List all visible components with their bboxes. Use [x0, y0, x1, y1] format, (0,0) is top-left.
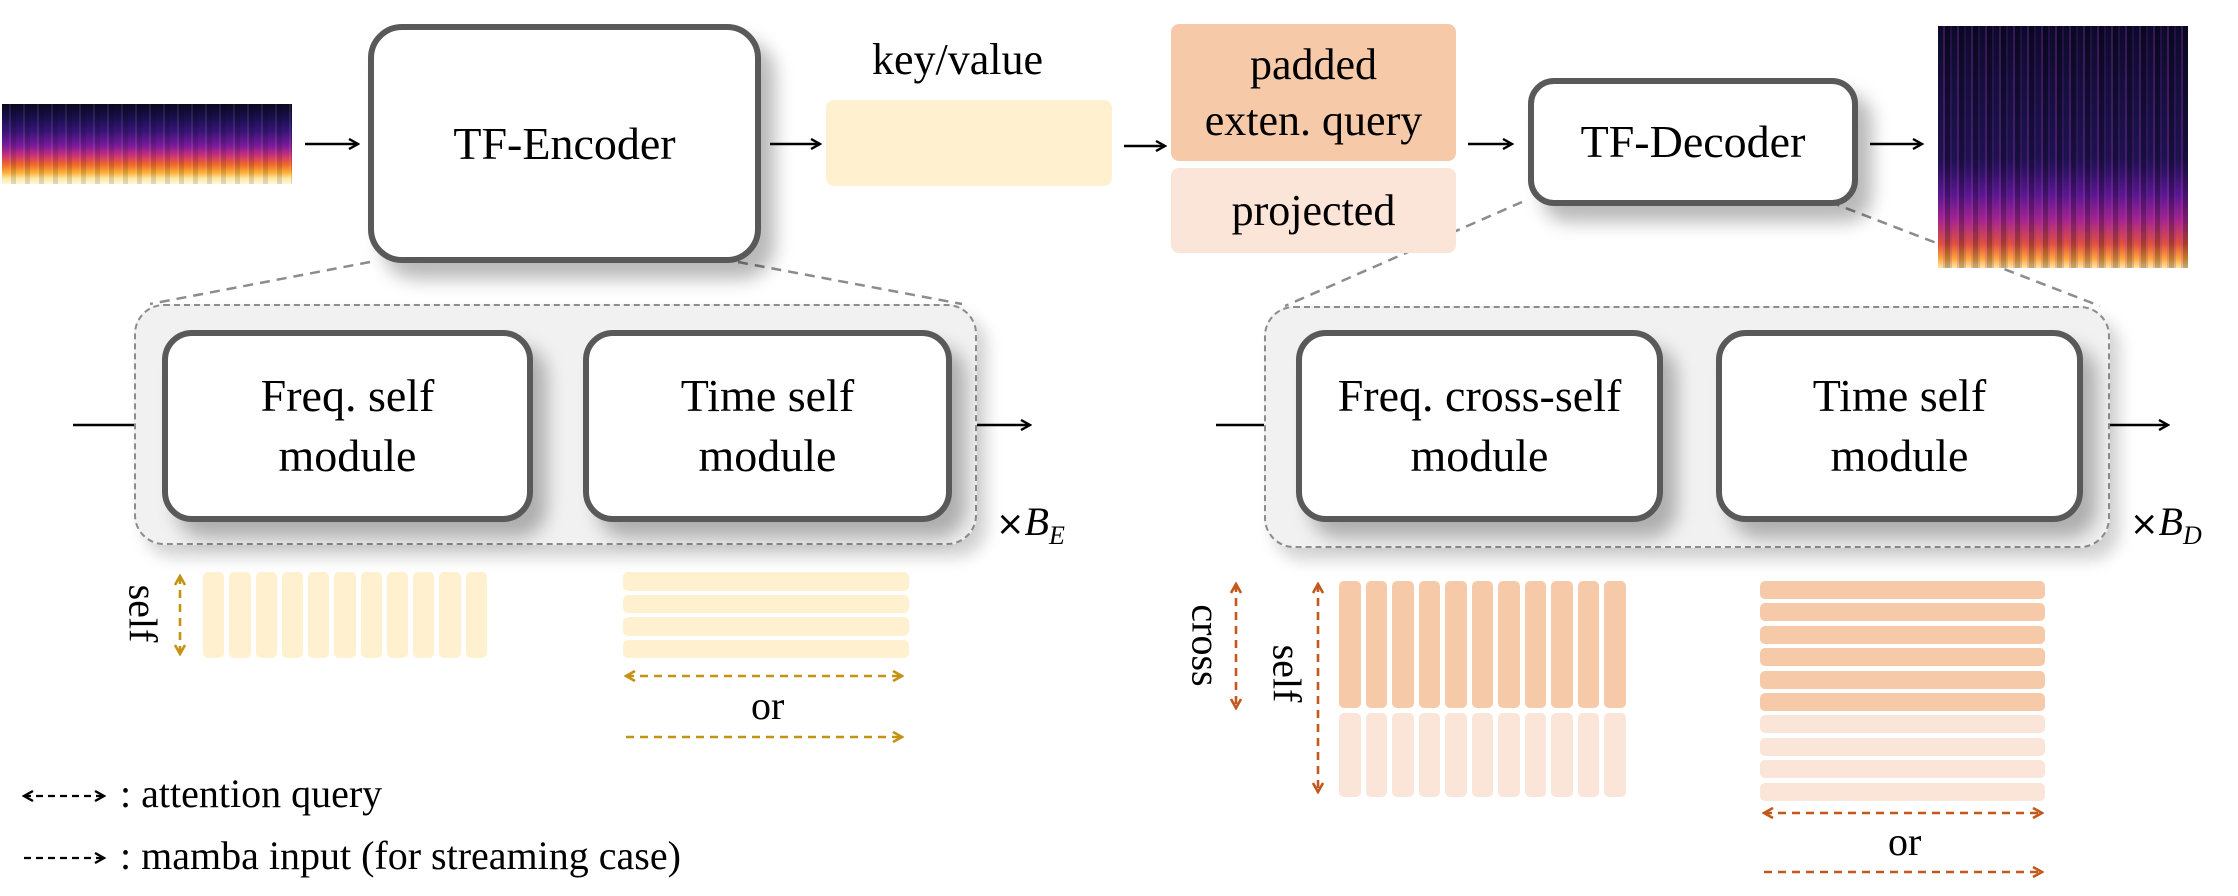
decoder-freq-bar-projected	[1339, 713, 1361, 797]
encoder-time-bar	[623, 617, 909, 636]
decoder-freq-bar-padded	[1418, 581, 1441, 708]
decoder-freq-bar-projected	[1551, 713, 1573, 797]
decoder-time-bar-projected	[1760, 760, 2045, 779]
projected-label: projected	[1231, 185, 1396, 235]
encoder-freq-bar	[334, 572, 356, 658]
encoder-freq-bar	[281, 572, 304, 658]
encoder-freq-self-module: Freq. self module	[162, 330, 533, 522]
decoder-cross-label: cross	[1183, 604, 1229, 687]
decoder-freq-line-2: module	[1410, 430, 1549, 481]
decoder-freq-bar-projected	[1577, 713, 1600, 797]
encoder-time-line-1: Time self	[680, 370, 855, 421]
padded-query-line-2: exten. query	[1204, 95, 1423, 145]
encoder-freq-bar	[308, 572, 330, 658]
encoder-time-bar	[623, 639, 909, 658]
decoder-freq-bar-projected	[1445, 713, 1467, 797]
decoder-freq-bar-projected	[1392, 713, 1414, 797]
decoder-time-self-module: Time self module	[1716, 330, 2083, 522]
decoder-time-bar-padded	[1760, 670, 2045, 689]
encoder-freq-line-2: module	[278, 430, 417, 481]
encoder-freq-bar	[229, 572, 251, 658]
encoder-freq-bar	[360, 572, 382, 658]
decoder-freq-bar-padded	[1339, 581, 1361, 708]
tf-encoder-box: TF-Encoder	[368, 24, 761, 263]
encoder-time-bar	[623, 594, 909, 613]
decoder-freq-bar-projected	[1524, 713, 1547, 797]
encoder-repeat-label: ×BE	[996, 498, 1065, 551]
decoder-time-line-1: Time self	[1812, 370, 1987, 421]
encoder-or-label: or	[751, 683, 785, 728]
decoder-freq-bar-padded	[1392, 581, 1414, 708]
encoder-freq-bar	[439, 572, 461, 658]
encoder-time-self-module: Time self module	[583, 330, 952, 522]
encoder-time-line-2: module	[698, 430, 837, 481]
decoder-freq-bar-projected	[1418, 713, 1441, 797]
decoder-freq-bar-projected	[1604, 713, 1626, 797]
tf-decoder-box: TF-Decoder	[1528, 78, 1858, 206]
decoder-repeat-label: ×BD	[2130, 498, 2202, 551]
decoder-time-bar-padded	[1760, 603, 2045, 622]
decoder-freq-cross-self-module: Freq. cross-self module	[1296, 330, 1663, 522]
padded-extended-query-box: padded exten. query	[1171, 24, 1456, 161]
decoder-time-bar-padded	[1760, 625, 2045, 644]
zoom-line-encoder-left	[149, 260, 371, 306]
zoom-line-encoder-right	[737, 260, 963, 306]
input-spectrogram	[2, 104, 292, 184]
decoder-time-line-2: module	[1830, 430, 1969, 481]
decoder-or-label: or	[1888, 819, 1922, 864]
padded-query-line-1: padded	[1249, 39, 1378, 89]
tf-decoder-label: TF-Decoder	[1580, 116, 1806, 167]
decoder-freq-bar-padded	[1471, 581, 1494, 708]
decoder-freq-bar-padded	[1577, 581, 1600, 708]
encoder-freq-bar	[465, 572, 487, 658]
projected-query-box: projected	[1171, 168, 1456, 253]
decoder-self-label: self	[1264, 644, 1310, 703]
decoder-time-bar-projected	[1760, 737, 2045, 756]
decoder-time-bar-padded	[1760, 581, 2045, 599]
encoder-freq-bar	[203, 572, 225, 658]
encoder-freq-bar	[255, 572, 277, 658]
decoder-freq-line-1: Freq. cross-self	[1337, 370, 1622, 421]
decoder-freq-bar-padded	[1365, 581, 1388, 708]
encoder-time-bar	[623, 572, 909, 591]
decoder-freq-bar-padded	[1604, 581, 1626, 708]
decoder-freq-bar-padded	[1551, 581, 1573, 708]
encoder-freq-bar	[386, 572, 409, 658]
repeat-subscript: D	[2182, 521, 2202, 550]
key-value-box	[826, 100, 1112, 186]
decoder-time-bar-projected	[1760, 715, 2045, 734]
repeat-variable: B	[1024, 499, 1049, 544]
encoder-freq-bar	[413, 572, 435, 658]
tf-encoder-label: TF-Encoder	[453, 117, 676, 169]
legend-mamba-label: : mamba input (for streaming case)	[120, 833, 681, 878]
decoder-freq-bar-padded	[1498, 581, 1520, 708]
encoder-freq-line-1: Freq. self	[260, 370, 435, 421]
times-symbol: ×	[996, 504, 1025, 544]
decoder-time-bar-padded	[1760, 648, 2045, 667]
legend-attention-label: : attention query	[120, 771, 383, 816]
decoder-freq-bar-projected	[1471, 713, 1494, 797]
decoder-freq-bar-projected	[1365, 713, 1388, 797]
repeat-subscript: E	[1048, 521, 1065, 550]
key-value-label: key/value	[872, 35, 1044, 84]
decoder-time-bar-padded	[1760, 693, 2045, 711]
decoder-freq-bar-padded	[1445, 581, 1467, 708]
repeat-variable: B	[2158, 499, 2183, 544]
zoom-line-decoder-left	[1284, 200, 1523, 308]
times-symbol: ×	[2130, 504, 2159, 544]
encoder-self-label: self	[120, 584, 166, 643]
decoder-freq-bar-padded	[1524, 581, 1547, 708]
output-spectrogram	[1938, 26, 2188, 268]
decoder-time-bar-projected	[1760, 782, 2045, 801]
decoder-freq-bar-projected	[1498, 713, 1520, 797]
